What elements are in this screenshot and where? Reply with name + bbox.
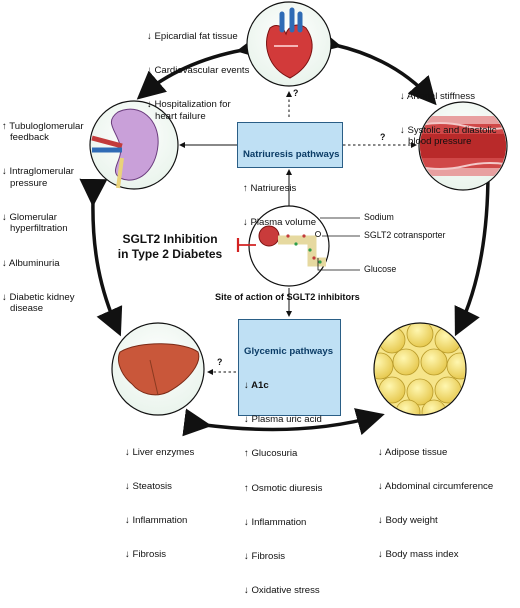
glycemic-item: ↓ Fibrosis <box>244 551 286 563</box>
connectors <box>179 142 292 317</box>
glycemic-item: ↓ Plasma uric acid <box>244 414 322 426</box>
kidney-effect-item: ↑ Tubuloglomerular feedback <box>2 120 84 144</box>
kidney-effect-item: ↓ Intraglomerular pressure <box>2 166 74 189</box>
heart-icon <box>246 1 332 87</box>
artery-icon <box>418 101 508 191</box>
glucose-label: Glucose <box>364 264 397 274</box>
natriuresis-item: ↓ Plasma volume <box>243 217 317 229</box>
cycle-arrows <box>79 26 503 437</box>
liver-effect-item: ↓ Inflammation <box>125 515 188 527</box>
question-mark-heart: ? <box>293 88 299 98</box>
dotted-connectors <box>207 91 417 375</box>
heart-effect-item: ↓ Epicardial fat tissue <box>147 30 238 42</box>
adipose-effect-item: ↓ Abdominal circumference <box>378 481 494 493</box>
natriuresis-pathways-box: Natriuresis pathways ↑ Natriuresis ↓ Pla… <box>237 122 343 228</box>
glycemic-item: ↑ Osmotic diuresis <box>244 482 323 494</box>
heart-effect-item: ↓ Cardiovascular events <box>147 65 250 77</box>
liver-effect-item: ↓ Steatosis <box>125 481 172 493</box>
liver-effects: ↓ Liver enzymes ↓ Steatosis ↓ Inflammati… <box>125 424 194 572</box>
vessel-effect-item: ↓ Systolic and diastolic blood pressure <box>400 125 497 148</box>
liver-effect-item: ↓ Liver enzymes <box>125 446 195 458</box>
site-of-action-label: Site of action of SGLT2 inhibitors <box>215 292 360 302</box>
nephron-icon <box>248 205 330 287</box>
vessel-effect-item: ↓ Arterial stiffness <box>400 90 476 102</box>
sglt2-inhibition-label: SGLT2 Inhibition in Type 2 Diabetes <box>117 232 223 261</box>
adipose-effect-item: ↓ Adipose tissue <box>378 446 448 458</box>
sglt2-cotransporter-label: SGLT2 cotransporter <box>364 230 446 240</box>
callout-lines <box>317 217 360 271</box>
liver-effect-item: ↓ Fibrosis <box>125 549 167 561</box>
glycemic-item: ↓ Oxidative stress <box>244 585 320 597</box>
kidney-effect-item: ↓ Glomerular hyperfiltration <box>2 212 68 235</box>
glycemic-item: ↓ Inflammation <box>244 516 307 528</box>
kidney-effect-item: ↓ Diabetic kidney disease <box>2 291 75 315</box>
glycemic-pathways-box: Glycemic pathways ↓ A1c ↓ Plasma uric ac… <box>238 319 341 596</box>
sglt2-diagram <box>79 1 508 437</box>
liver-icon <box>111 322 205 416</box>
glycemic-item: ↓ A1c <box>244 380 269 392</box>
kidney-effect-item: ↓ Albuminuria <box>2 257 60 269</box>
heart-effects: ↓ Epicardial fat tissue ↓ Cardiovascular… <box>147 8 249 133</box>
adipose-tissue-icon <box>373 322 467 416</box>
vessel-effects: ↓ Arterial stiffness ↓ Systolic and dias… <box>400 68 497 159</box>
sodium-label: Sodium <box>364 212 394 222</box>
natriuresis-item: ↑ Natriuresis <box>243 183 297 195</box>
question-mark-liver: ? <box>217 357 223 367</box>
adipose-effect-item: ↓ Body mass index <box>378 549 459 561</box>
adipose-effect-item: ↓ Body weight <box>378 515 438 527</box>
kidney-effects: ↑ Tubuloglomerular feedback ↓ Intraglome… <box>2 98 84 326</box>
question-mark-vessel: ? <box>380 132 386 142</box>
glycemic-title: Glycemic pathways <box>244 345 334 357</box>
heart-effect-item: ↓ Hospitalization for heart failure <box>147 99 231 122</box>
kidney-icon <box>89 100 179 190</box>
glycemic-item: ↑ Glucosuria <box>244 448 298 460</box>
natriuresis-title: Natriuresis pathways <box>243 148 340 160</box>
adipose-effects: ↓ Adipose tissue ↓ Abdominal circumferen… <box>378 424 493 572</box>
inhibition-marker <box>236 238 256 252</box>
